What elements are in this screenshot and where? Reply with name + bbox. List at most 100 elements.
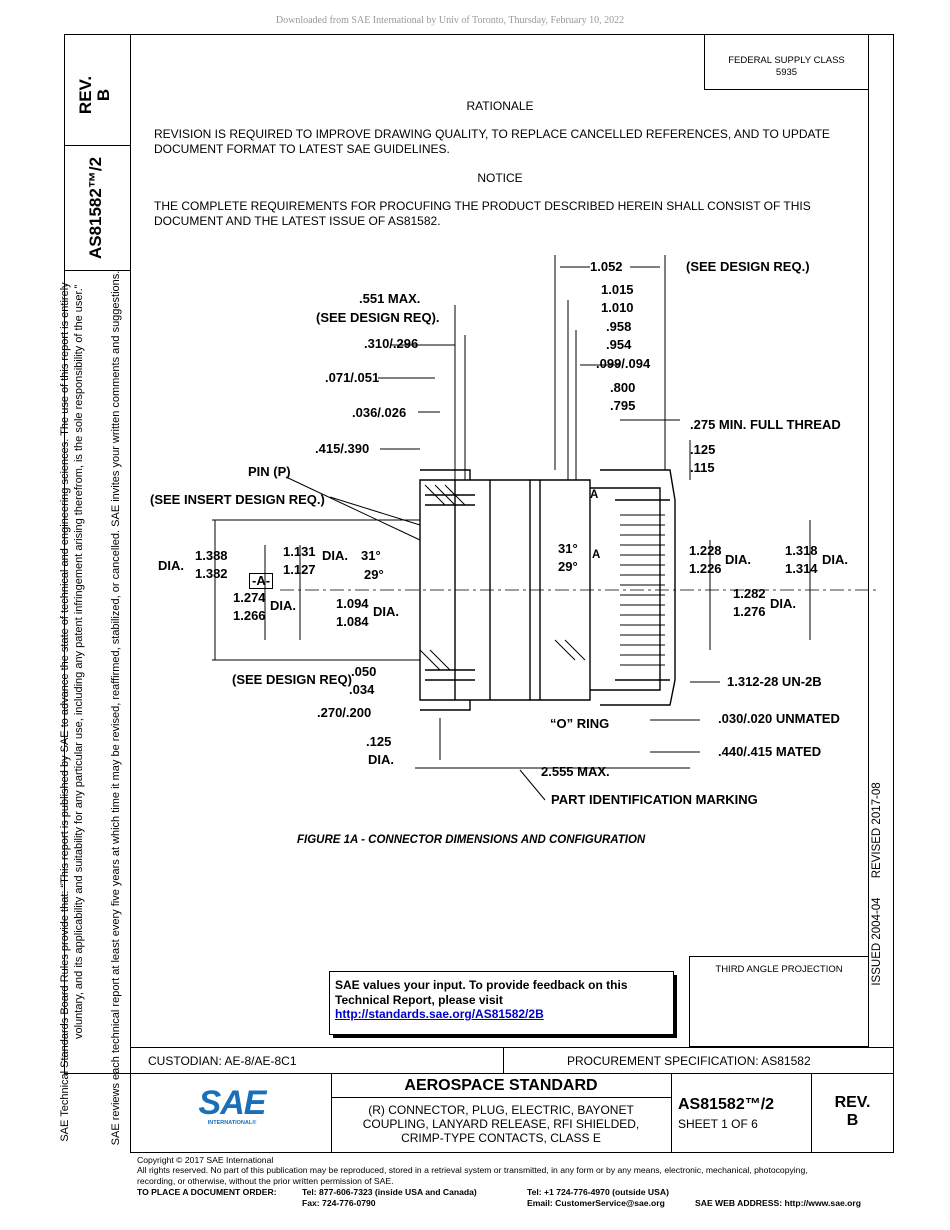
procurement-spec: PROCUREMENT SPECIFICATION: AS81582 — [567, 1054, 811, 1068]
dim-310: .310/.296 — [364, 336, 419, 351]
order-email[interactable]: Email: CustomerService@sae.org — [527, 1198, 665, 1208]
rights: All rights reserved. No part of this pub… — [137, 1165, 808, 1176]
order-tel1: Tel: 877-606-7323 (inside USA and Canada… — [302, 1187, 477, 1197]
dim-1274: 1.274 — [233, 590, 266, 605]
dim-1094: 1.094 — [336, 596, 369, 611]
dim-050: .050 — [351, 664, 377, 679]
notice-heading: NOTICE — [477, 171, 523, 185]
rights-2: recording, or otherwise, without the pri… — [137, 1175, 394, 1186]
dim-1318: 1.318 — [785, 543, 818, 558]
section-a-top: A — [590, 489, 599, 501]
dim-115: .115 — [690, 460, 715, 475]
dim-795: .795 — [610, 398, 636, 413]
dim-071: .071/.051 — [325, 370, 380, 385]
dim-034: .034 — [349, 682, 375, 697]
projection-box — [689, 956, 869, 1047]
dim-see-design-req2: (SEE DESIGN REQ). — [316, 310, 440, 325]
sae-logo: SAE INTERNATIONAL® — [197, 1086, 267, 1126]
footer: Copyright © 2017 SAE International All r… — [137, 1155, 897, 1186]
dim-thread-min: .275 MIN. FULL THREAD — [690, 417, 841, 432]
angle-29b: 29° — [558, 559, 578, 574]
dim-1282: 1.282 — [733, 586, 766, 601]
sae-logo-sub: INTERNATIONAL® — [207, 1120, 257, 1126]
dim-1228: 1.228 — [689, 543, 722, 558]
figure-caption: FIGURE 1A - CONNECTOR DIMENSIONS AND CON… — [297, 834, 646, 846]
section-a-bottom: A — [592, 549, 601, 561]
dim-1388: 1.388 — [195, 548, 228, 563]
dim-2555: 2.555 MAX. — [541, 764, 610, 779]
dim-dia-c: DIA. — [373, 604, 399, 619]
rationale-text: REVISION IS REQUIRED TO IMPROVE DRAWING … — [154, 127, 830, 156]
dim-dia-d: DIA. — [725, 552, 751, 567]
dim-thread: 1.312-28 UN-2B — [727, 674, 822, 689]
dim-mated: .440/.415 MATED — [718, 744, 822, 759]
angle-31a: 31° — [361, 548, 381, 563]
label-see-design-req3: (SEE DESIGN REQ) — [232, 672, 352, 687]
dim-551: .551 MAX. — [359, 291, 421, 306]
title-rev: REV. B — [834, 1094, 871, 1129]
dim-415: .415/.390 — [315, 441, 370, 456]
datum-a: -A- — [249, 573, 274, 589]
custodian-row-top — [130, 1047, 894, 1049]
feedback-shadow-bottom — [333, 1035, 677, 1038]
doc-title: (R) CONNECTOR, PLUG, ELECTRIC, BAYONET C… — [362, 1103, 640, 1145]
feedback-shadow-right — [674, 975, 677, 1038]
dim-099: .099/.094 — [596, 356, 651, 371]
side-rev-divider — [64, 145, 130, 147]
angle-29a: 29° — [364, 567, 384, 582]
dim-125a: .125 — [690, 442, 716, 457]
feedback-link[interactable]: http://standards.sae.org/AS81582/2B — [335, 1007, 544, 1021]
custodian: CUSTODIAN: AE-8/AE-8C1 — [148, 1054, 297, 1068]
dim-dia-left: DIA. — [158, 558, 184, 573]
order-label: TO PLACE A DOCUMENT ORDER: — [137, 1187, 277, 1197]
dim-dia-a: DIA. — [322, 548, 348, 563]
connector-drawing — [212, 255, 880, 801]
projection-label: THIRD ANGLE PROJECTION — [715, 964, 843, 975]
dim-1276: 1.276 — [733, 604, 766, 619]
sae-web[interactable]: SAE WEB ADDRESS: http://www.sae.org — [695, 1198, 861, 1208]
title-divider-2 — [671, 1073, 673, 1153]
title-divider-1 — [331, 1073, 333, 1153]
right-column-divider — [868, 34, 870, 956]
dim-1226: 1.226 — [689, 561, 722, 576]
dim-dia-f: DIA. — [770, 596, 796, 611]
dim-1015: 1.015 — [601, 282, 634, 297]
dim-dia-b: DIA. — [270, 598, 296, 613]
dim-1127: 1.127 — [283, 562, 316, 577]
dim-270: .270/.200 — [317, 705, 372, 720]
feedback-box: SAE values your input. To provide feedba… — [329, 971, 674, 1035]
dim-1052: 1.052 — [590, 259, 623, 274]
dim-800: .800 — [610, 380, 636, 395]
label-pin: PIN (P) — [248, 464, 291, 479]
custodian-divider — [503, 1047, 505, 1074]
sae-logo-mark: SAE — [198, 1084, 267, 1122]
aerospace-standard: AEROSPACE STANDARD — [404, 1077, 598, 1094]
dim-036: .036/.026 — [352, 405, 407, 420]
standard-underline — [331, 1097, 671, 1099]
fsc-box: FEDERAL SUPPLY CLASS 5935 — [704, 34, 869, 90]
feedback-text: SAE values your input. To provide feedba… — [335, 978, 628, 1007]
title-block — [130, 1073, 894, 1153]
dim-unmated: .030/.020 UNMATED — [718, 711, 840, 726]
dim-954: .954 — [606, 337, 632, 352]
dim-dia-e: DIA. — [822, 552, 848, 567]
dim-dia-g: DIA. — [368, 752, 394, 767]
dim-125b: .125 — [366, 734, 392, 749]
label-part-id: PART IDENTIFICATION MARKING — [551, 792, 758, 807]
left-column-divider — [130, 34, 132, 1074]
order-fax: Fax: 724-776-0790 — [302, 1198, 376, 1208]
notice-text: THE COMPLETE REQUIREMENTS FOR PROCUFING … — [154, 199, 811, 228]
label-insert-req: (SEE INSERT DESIGN REQ.) — [150, 492, 325, 507]
dim-1131: 1.131 — [283, 544, 316, 559]
dim-1266: 1.266 — [233, 608, 266, 623]
rationale-heading: RATIONALE — [466, 99, 534, 113]
dim-958: .958 — [606, 319, 632, 334]
title-divider-3 — [811, 1073, 813, 1153]
sheet-number: SHEET 1 OF 6 — [678, 1117, 758, 1131]
side-doc-divider — [64, 270, 130, 272]
dim-1010: 1.010 — [601, 300, 634, 315]
dim-1382: 1.382 — [195, 566, 228, 581]
dim-1314: 1.314 — [785, 561, 818, 576]
dim-see-design-req: (SEE DESIGN REQ.) — [686, 259, 810, 274]
copyright: Copyright © 2017 SAE International — [137, 1155, 274, 1165]
